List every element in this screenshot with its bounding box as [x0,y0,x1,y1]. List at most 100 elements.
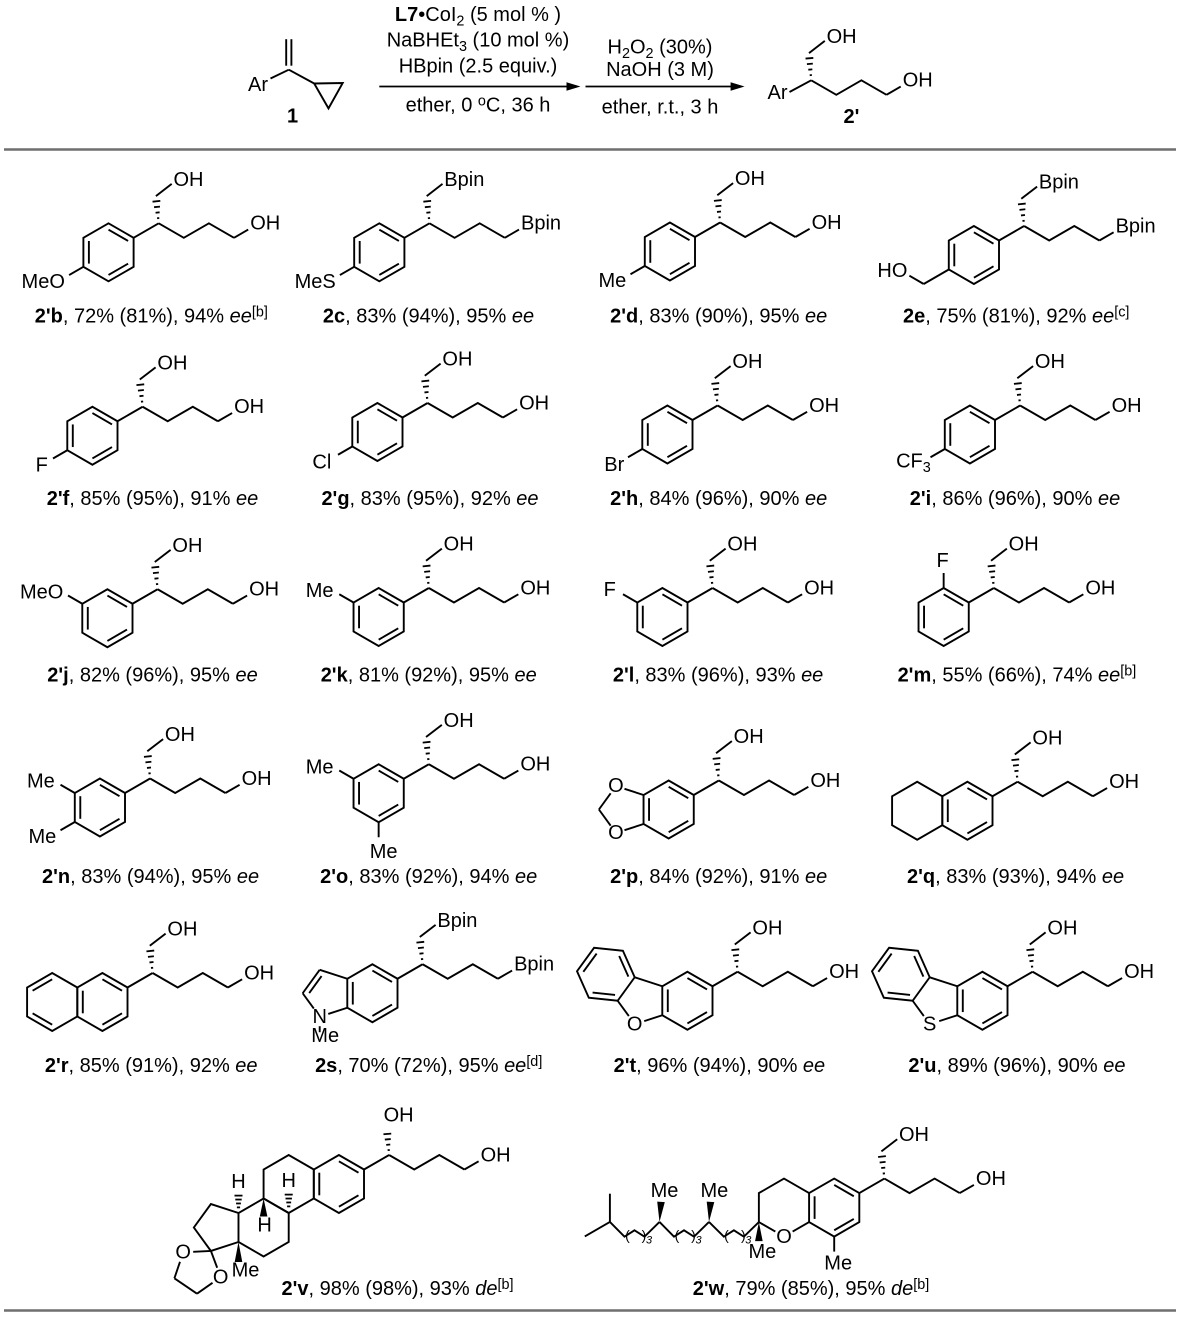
svg-text:Bpin: Bpin [514,954,554,976]
svg-text:MeO: MeO [22,271,65,293]
svg-text:OH: OH [727,534,757,556]
svg-text:OH: OH [809,395,839,417]
svg-text:H: H [231,1171,245,1193]
svg-text:OH: OH [1047,917,1077,939]
svg-text:OH: OH [829,961,859,983]
svg-text:OH: OH [735,168,765,190]
svg-text:2'j, 82% (96%), 95% ee: 2'j, 82% (96%), 95% ee [47,665,257,687]
svg-text:OH: OH [250,213,280,235]
svg-text:OH: OH [976,1168,1006,1190]
svg-text:Me: Me [306,580,334,602]
svg-text:OH: OH [1112,395,1142,417]
svg-text:Cl: Cl [312,452,331,474]
svg-text:Me: Me [27,771,55,793]
svg-text:OH: OH [481,1144,511,1166]
svg-text:OH: OH [520,577,550,599]
svg-text:NaOH (3 M): NaOH (3 M) [606,59,714,81]
svg-text:OH: OH [444,710,474,732]
svg-text:2'f, 85% (95%), 91% ee: 2'f, 85% (95%), 91% ee [47,488,259,510]
svg-text:2'd, 83% (90%), 95% ee: 2'd, 83% (90%), 95% ee [610,306,827,328]
svg-text:OH: OH [520,754,550,776]
svg-text:2'k, 81% (92%), 95% ee: 2'k, 81% (92%), 95% ee [321,665,537,687]
svg-text:OH: OH [752,917,782,939]
svg-text:HO: HO [877,260,907,282]
svg-text:F: F [36,454,48,476]
svg-text:OH: OH [242,768,272,790]
svg-text:Bpin: Bpin [1116,215,1156,237]
svg-text:OH: OH [165,724,195,746]
svg-text:2e, 75% (81%), 92% ee[c]: 2e, 75% (81%), 92% ee[c] [903,304,1129,327]
svg-text:2'h, 84% (96%), 90% ee: 2'h, 84% (96%), 90% ee [610,488,827,510]
svg-text:OH: OH [732,351,762,373]
svg-text:2'v, 98% (98%), 93% de[b]: 2'v, 98% (98%), 93% de[b] [281,1277,513,1300]
svg-text:OH: OH [167,919,197,941]
svg-text:2'l, 83% (96%), 93% ee: 2'l, 83% (96%), 93% ee [613,665,823,687]
svg-text:O: O [175,1242,191,1264]
svg-text:OH: OH [172,535,202,557]
svg-text:OH: OH [444,534,474,556]
svg-text:2'p, 84% (92%), 91% ee: 2'p, 84% (92%), 91% ee [610,866,827,888]
svg-text:(: ( [625,1227,630,1243]
svg-text:OH: OH [812,212,842,234]
svg-text:Bpin: Bpin [521,213,561,235]
svg-text:Me: Me [598,270,626,292]
svg-text:2'o, 83% (92%), 94% ee: 2'o, 83% (92%), 94% ee [320,866,537,888]
svg-text:2': 2' [843,106,859,128]
svg-text:O: O [608,775,624,797]
svg-text:OH: OH [244,962,274,984]
svg-text:OH: OH [734,726,764,748]
svg-text:Me: Me [824,1253,852,1275]
svg-text:2'u, 89% (96%), 90% ee: 2'u, 89% (96%), 90% ee [908,1055,1125,1077]
svg-text:Me: Me [28,826,56,848]
svg-text:2'm, 55% (66%), 74% ee[b]: 2'm, 55% (66%), 74% ee[b] [898,663,1137,686]
svg-text:OH: OH [384,1105,414,1127]
svg-text:OH: OH [519,392,549,414]
svg-text:O: O [608,822,624,844]
svg-text:MeS: MeS [295,271,336,293]
svg-text:2'n, 83% (94%), 95% ee: 2'n, 83% (94%), 95% ee [42,866,259,888]
svg-text:OH: OH [899,1124,929,1146]
svg-text:OH: OH [804,577,834,599]
svg-text:Br: Br [604,454,624,476]
svg-text:HBpin (2.5 equiv.): HBpin (2.5 equiv.) [399,55,558,77]
svg-text:S: S [923,1013,936,1035]
svg-text:F: F [937,550,949,572]
svg-text:Bpin: Bpin [444,169,484,191]
svg-text:O: O [213,1266,229,1288]
svg-text:1: 1 [287,106,298,128]
svg-text:3: 3 [745,1235,752,1247]
svg-text:O: O [776,1226,792,1248]
svg-text:Me: Me [311,1025,339,1047]
svg-text:OH: OH [1109,771,1139,793]
svg-text:MeO: MeO [20,581,63,603]
svg-text:H: H [281,1170,295,1192]
svg-text:Me: Me [306,756,334,778]
svg-text:Me: Me [748,1241,776,1263]
svg-text:2'w, 79% (85%), 95% de[b]: 2'w, 79% (85%), 95% de[b] [693,1277,929,1300]
svg-text:OH: OH [1124,961,1154,983]
svg-text:Me: Me [232,1260,260,1282]
svg-text:Ar: Ar [248,74,268,96]
svg-text:Bpin: Bpin [1039,172,1079,194]
svg-text:Ar: Ar [768,82,788,104]
svg-text:O: O [627,1013,643,1035]
svg-text:OH: OH [234,396,264,418]
svg-text:2'q, 83% (93%), 94% ee: 2'q, 83% (93%), 94% ee [907,866,1124,888]
svg-text:2c, 83% (94%), 95% ee: 2c, 83% (94%), 95% ee [323,306,534,328]
svg-text:ether, r.t., 3 h: ether, r.t., 3 h [602,96,719,118]
svg-text:Me: Me [651,1180,679,1202]
svg-text:(: ( [724,1227,729,1243]
svg-text:NaBHEt3 (10 mol %): NaBHEt3 (10 mol %) [387,30,570,56]
svg-text:OH: OH [827,26,857,48]
svg-text:OH: OH [1085,577,1115,599]
svg-text:OH: OH [442,349,472,371]
svg-text:2'i, 86% (96%), 90% ee: 2'i, 86% (96%), 90% ee [910,488,1120,510]
svg-text:2'b, 72% (81%), 94% ee[b]: 2'b, 72% (81%), 94% ee[b] [35,304,268,327]
svg-text:Bpin: Bpin [437,910,477,932]
svg-text:(: ( [675,1227,680,1243]
svg-text:Me: Me [701,1180,729,1202]
svg-text:OH: OH [1032,727,1062,749]
svg-text:OH: OH [174,169,204,191]
svg-text:H: H [257,1215,271,1237]
svg-text:OH: OH [157,352,187,374]
